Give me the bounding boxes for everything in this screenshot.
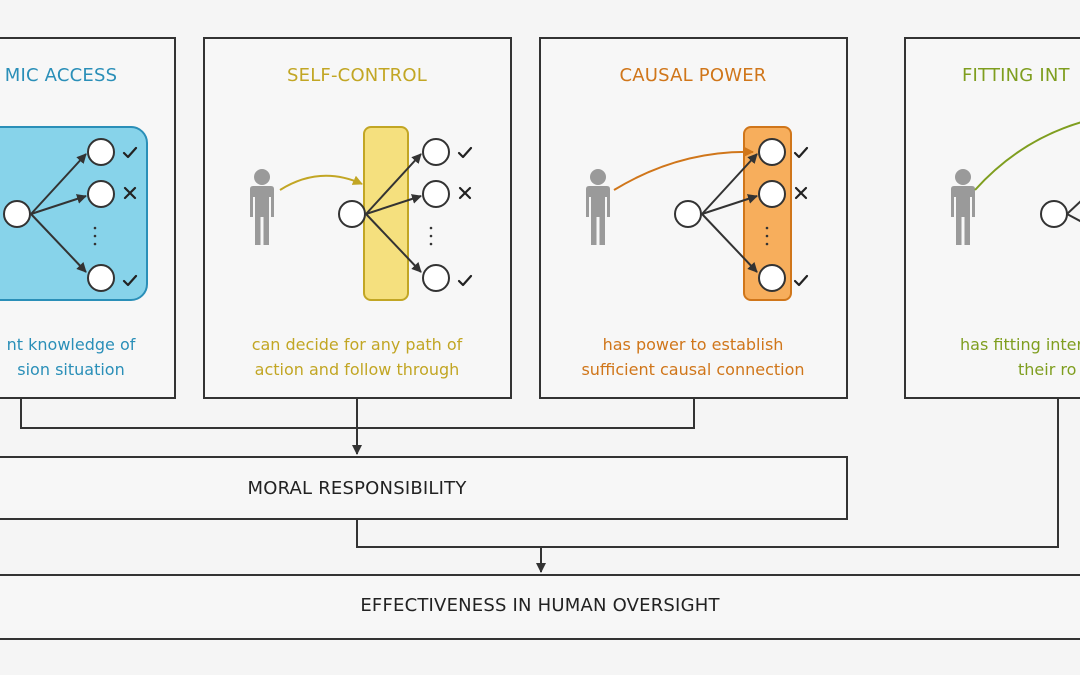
option-node xyxy=(422,180,450,208)
decision-node xyxy=(338,200,366,228)
option-node xyxy=(758,138,786,166)
decision-node xyxy=(674,200,702,228)
checkmark-icon xyxy=(122,146,138,159)
causal-power-region xyxy=(743,126,792,301)
person-icon xyxy=(250,169,274,245)
option-node xyxy=(87,138,115,166)
option-node xyxy=(87,264,115,292)
checkmark-icon xyxy=(793,274,809,287)
panel-desc-self-control: can decide for any path of action and fo… xyxy=(207,332,507,382)
checkmark-icon xyxy=(122,274,138,287)
option-node xyxy=(87,180,115,208)
arrow-icon xyxy=(613,146,754,191)
cross-icon xyxy=(458,186,472,200)
desc-line: action and follow through xyxy=(254,360,460,379)
cross-icon xyxy=(123,186,137,200)
moral-responsibility-box xyxy=(0,456,848,520)
option-node xyxy=(422,138,450,166)
panel-desc-epistemic: nt knowledge of sion situation xyxy=(0,332,221,382)
option-node xyxy=(758,264,786,292)
option-node xyxy=(422,264,450,292)
effectiveness-label: EFFECTIVENESS IN HUMAN OVERSIGHT xyxy=(360,595,720,616)
panel-title-epistemic: MIC ACCESS xyxy=(4,65,118,86)
moral-responsibility-label: MORAL RESPONSIBILITY xyxy=(247,478,467,499)
cross-icon xyxy=(794,186,808,200)
decision-node xyxy=(3,200,31,228)
effectiveness-box xyxy=(0,574,1080,640)
checkmark-icon xyxy=(793,146,809,159)
checkmark-icon xyxy=(457,146,473,159)
desc-line: can decide for any path of xyxy=(251,335,463,354)
checkmark-icon xyxy=(457,274,473,287)
arrow-icon xyxy=(279,174,363,191)
epistemic-region xyxy=(0,126,148,301)
panel-desc-causal-power: has power to establish sufficient causal… xyxy=(543,332,843,382)
decision-node xyxy=(1040,200,1068,228)
desc-line: sufficient causal connection xyxy=(581,360,805,379)
panel-title-fitting: FITTING INT xyxy=(962,66,1070,86)
desc-line: has power to establish xyxy=(602,335,784,354)
panel-title-self-control: SELF-CONTROL xyxy=(287,65,427,86)
option-node xyxy=(758,180,786,208)
panel-title-causal-power: CAUSAL POWER xyxy=(619,65,767,86)
connector-line xyxy=(356,399,1059,548)
desc-line: has fitting inter xyxy=(960,335,1080,354)
desc-line: their ro xyxy=(1018,360,1077,379)
desc-line: sion situation xyxy=(17,360,125,379)
arrow-icon xyxy=(974,121,1080,191)
desc-line: nt knowledge of xyxy=(6,335,136,354)
person-icon xyxy=(586,169,610,245)
panel-desc-fitting: has fitting inter their ro xyxy=(960,332,1080,382)
person-icon xyxy=(951,169,975,245)
